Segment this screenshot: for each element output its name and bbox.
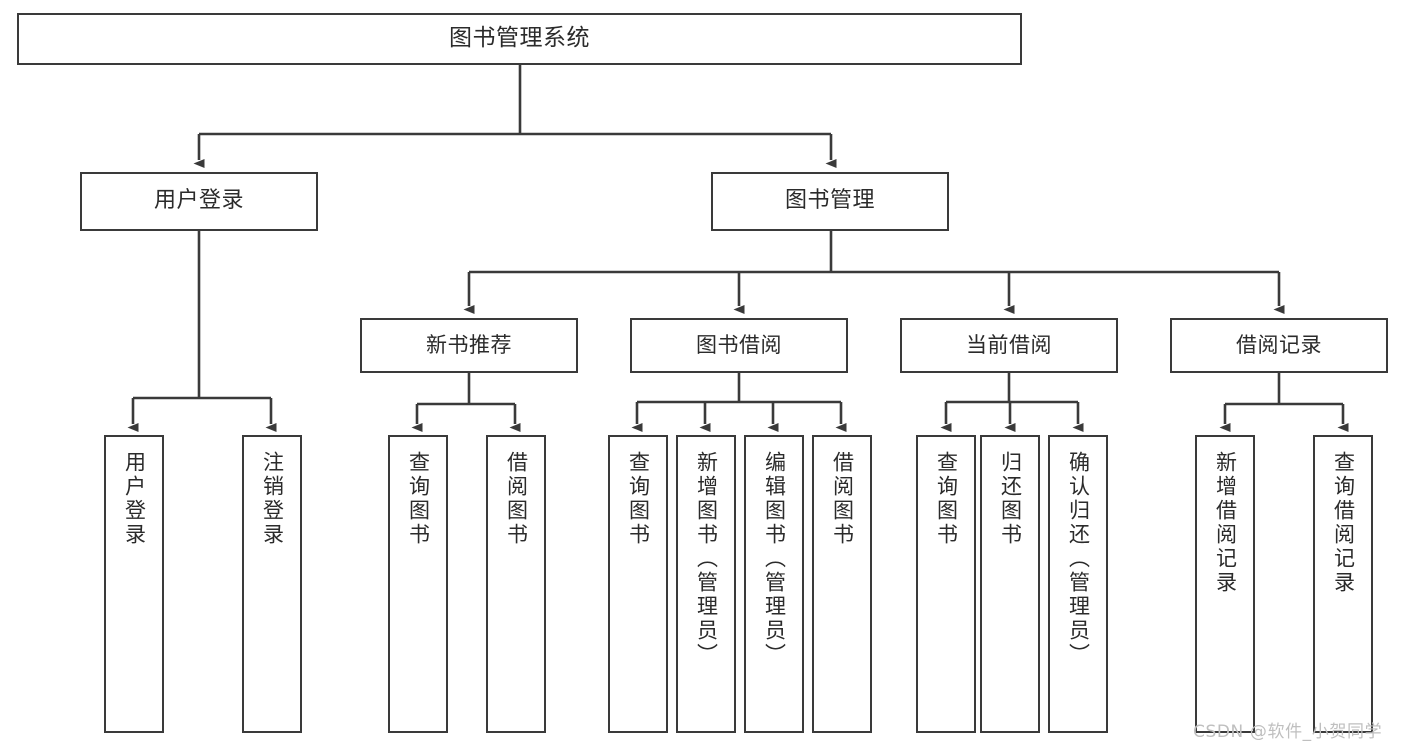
node-leaf-confirm-return[interactable]: 确认归还（管理员） bbox=[1048, 435, 1108, 733]
node-leaf-add-book-label: 新增图书（管理员） bbox=[694, 451, 719, 667]
node-leaf-query-book-3[interactable]: 查询图书 bbox=[916, 435, 976, 733]
node-book-borrow-label: 图书借阅 bbox=[696, 332, 782, 357]
node-leaf-query-book-1-label: 查询图书 bbox=[406, 451, 431, 547]
node-leaf-user-logout-label: 注销登录 bbox=[260, 451, 285, 547]
node-leaf-query-book-2[interactable]: 查询图书 bbox=[608, 435, 668, 733]
node-new-book-recommend-label: 新书推荐 bbox=[426, 332, 512, 357]
node-leaf-edit-book-label: 编辑图书（管理员） bbox=[762, 451, 787, 667]
node-leaf-add-borrow-record[interactable]: 新增借阅记录 bbox=[1195, 435, 1255, 733]
node-leaf-borrow-book-1-label: 借阅图书 bbox=[504, 451, 529, 547]
node-leaf-query-book-3-label: 查询图书 bbox=[934, 451, 959, 547]
node-leaf-user-login-label: 用户登录 bbox=[122, 451, 147, 547]
node-leaf-query-borrow-record-label: 查询借阅记录 bbox=[1331, 451, 1356, 595]
node-root-label: 图书管理系统 bbox=[449, 25, 590, 52]
node-borrow-record-label: 借阅记录 bbox=[1236, 332, 1322, 357]
node-leaf-confirm-return-label: 确认归还（管理员） bbox=[1066, 451, 1091, 667]
node-leaf-borrow-book-2-label: 借阅图书 bbox=[830, 451, 855, 547]
node-leaf-borrow-book-2[interactable]: 借阅图书 bbox=[812, 435, 872, 733]
node-leaf-user-logout[interactable]: 注销登录 bbox=[242, 435, 302, 733]
csdn-watermark: CSDN @软件_小贺同学 bbox=[1193, 722, 1383, 742]
node-root[interactable]: 图书管理系统 bbox=[17, 13, 1022, 65]
node-leaf-return-book-label: 归还图书 bbox=[998, 451, 1023, 547]
node-leaf-return-book[interactable]: 归还图书 bbox=[980, 435, 1040, 733]
node-leaf-query-book-2-label: 查询图书 bbox=[626, 451, 651, 547]
node-book-manage[interactable]: 图书管理 bbox=[711, 172, 949, 231]
node-book-borrow[interactable]: 图书借阅 bbox=[630, 318, 848, 373]
node-leaf-user-login[interactable]: 用户登录 bbox=[104, 435, 164, 733]
node-user-login-label: 用户登录 bbox=[153, 188, 244, 214]
node-user-login[interactable]: 用户登录 bbox=[80, 172, 318, 231]
node-leaf-edit-book[interactable]: 编辑图书（管理员） bbox=[744, 435, 804, 733]
node-current-borrow-label: 当前借阅 bbox=[966, 332, 1052, 357]
node-current-borrow[interactable]: 当前借阅 bbox=[900, 318, 1118, 373]
node-leaf-add-borrow-record-label: 新增借阅记录 bbox=[1213, 451, 1238, 595]
node-leaf-query-borrow-record[interactable]: 查询借阅记录 bbox=[1313, 435, 1373, 733]
node-borrow-record[interactable]: 借阅记录 bbox=[1170, 318, 1388, 373]
node-leaf-borrow-book-1[interactable]: 借阅图书 bbox=[486, 435, 546, 733]
node-leaf-add-book[interactable]: 新增图书（管理员） bbox=[676, 435, 736, 733]
node-book-manage-label: 图书管理 bbox=[784, 188, 875, 214]
node-new-book-recommend[interactable]: 新书推荐 bbox=[360, 318, 578, 373]
node-leaf-query-book-1[interactable]: 查询图书 bbox=[388, 435, 448, 733]
